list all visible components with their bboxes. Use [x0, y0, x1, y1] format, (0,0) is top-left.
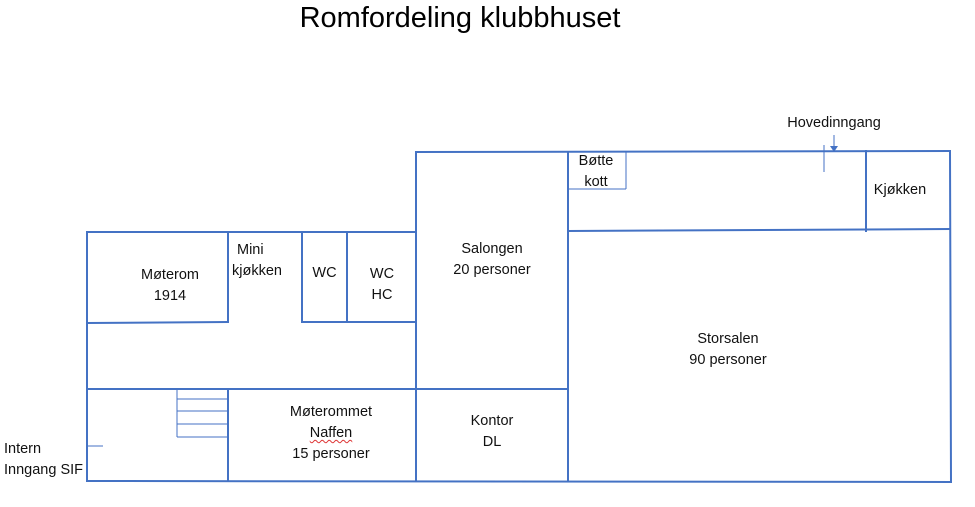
- wall-moterom-bottom: [85, 320, 230, 325]
- room-label-line: Kjøkken: [873, 182, 927, 198]
- intern-inngang-label: Intern Inngang SIF: [4, 439, 83, 481]
- room-moterom-1914: Møterom 1914: [128, 265, 212, 307]
- room-salongen: Salongen 20 personer: [432, 239, 552, 281]
- hovedinngang-arrow-head: [830, 146, 838, 152]
- stairs: [176, 389, 228, 438]
- room-kontor-dl: Kontor DL: [452, 411, 532, 453]
- room-moterommet-naffen: Møterommet Naffen 15 personer: [270, 402, 392, 465]
- room-label-line: HC: [371, 287, 393, 303]
- room-label-line: 20 personer: [453, 262, 531, 278]
- room-label-line: Salongen: [461, 241, 523, 257]
- room-label-line: WC: [369, 266, 395, 282]
- room-label-line: Møterommet: [289, 404, 373, 420]
- wall-right-outer: [948, 149, 953, 484]
- wall-top-main: [414, 149, 952, 154]
- room-label-line: Møterom: [141, 267, 199, 283]
- room-label-line: 90 personer: [689, 352, 767, 368]
- room-label-line: kjøkken: [232, 263, 282, 279]
- room-kjokken: Kjøkken: [867, 180, 933, 201]
- room-botte-kott: Bøtte kott: [568, 151, 624, 193]
- room-label-line: DL: [482, 434, 502, 450]
- room-label-line-wrap: Naffen: [270, 423, 392, 444]
- room-label-line: 15 personer: [292, 446, 370, 462]
- room-label-line: 1914: [153, 288, 187, 304]
- wall-storsal-top: [566, 227, 952, 233]
- fixtures: [86, 135, 838, 447]
- room-label-line: Mini: [237, 242, 264, 258]
- intern-inngang-line: Intern: [4, 441, 42, 457]
- room-label-line: WC: [312, 265, 337, 281]
- walls: [85, 149, 953, 484]
- room-label-line: Kontor: [470, 413, 514, 429]
- room-label-line: kott: [584, 174, 608, 190]
- hovedinngang-label: Hovedinngang: [787, 115, 881, 131]
- room-label-line: Naffen: [309, 425, 353, 441]
- room-label-line: Storsalen: [697, 331, 759, 347]
- wall-bottom: [85, 479, 953, 484]
- intern-inngang-line: Inngang SIF: [4, 462, 83, 478]
- room-label-line: Bøtte: [578, 153, 614, 169]
- room-wc: WC: [302, 263, 347, 284]
- room-wc-hc: WC HC: [348, 264, 416, 306]
- room-mini-kjokken: Mini kjøkken: [232, 240, 296, 282]
- diagram-title: Romfordeling klubbhuset: [299, 2, 621, 34]
- room-storsalen: Storsalen 90 personer: [668, 329, 788, 371]
